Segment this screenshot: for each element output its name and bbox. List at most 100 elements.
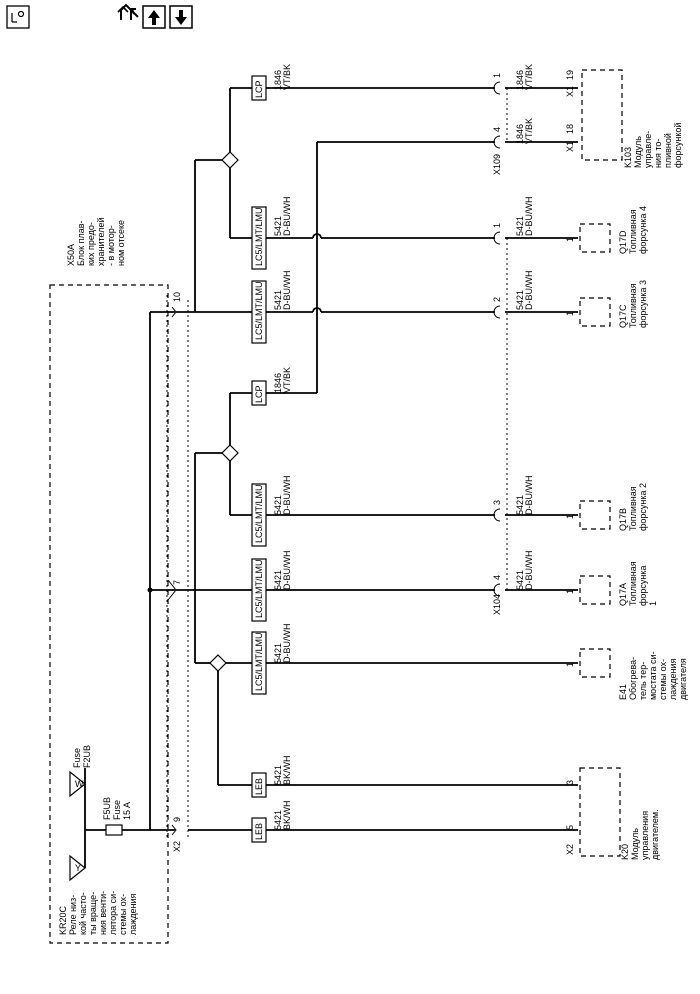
svg-text:18: 18: [565, 124, 575, 134]
svg-text:1: 1: [565, 237, 575, 242]
f5ub-fuse: [105, 824, 123, 836]
f5ub-label: F5UB Fuse 15 A: [102, 797, 132, 820]
svg-text:5421: 5421: [515, 495, 525, 515]
svg-text:W: W: [75, 779, 84, 789]
svg-text:Q17C: Q17C: [618, 304, 628, 328]
toolbar: [6, 3, 193, 29]
svg-text:форсунка 3: форсунка 3: [638, 280, 648, 328]
svg-text:D-BU/WH: D-BU/WH: [282, 271, 292, 311]
x104-pin4: 4: [492, 575, 578, 597]
svg-text:D-BU/WH: D-BU/WH: [524, 551, 534, 591]
svg-text:5421: 5421: [515, 570, 525, 590]
svg-text:D-BU/WH: D-BU/WH: [282, 624, 292, 664]
svg-text:X2: X2: [565, 844, 575, 855]
svg-text:Модуль: Модуль: [633, 136, 643, 168]
svg-text:D-BU/WH: D-BU/WH: [282, 551, 292, 591]
svg-text:Реле низ-: Реле низ-: [68, 895, 78, 935]
svg-text:1846: 1846: [515, 70, 525, 90]
svg-text:ких предо-: ких предо-: [86, 222, 96, 266]
kr20c-terminal: Y: [69, 854, 86, 882]
svg-text:лаждения: лаждения: [128, 893, 138, 935]
page-down-button[interactable]: [169, 5, 193, 29]
svg-text:Fuse: Fuse: [72, 748, 82, 768]
svg-text:форсункой: форсункой: [673, 123, 683, 168]
svg-text:Fuse: Fuse: [112, 800, 122, 820]
arrow-down-icon: [175, 10, 187, 25]
svg-text:5421: 5421: [273, 495, 283, 515]
x104-label: X104: [492, 594, 502, 615]
option-lc5-top: LC5/LMT/LMU: [251, 206, 267, 270]
svg-text:форсунка: форсунка: [638, 565, 648, 606]
option-lc5-q17c: LC5/LMT/LMU: [251, 280, 267, 344]
svg-text:двигателя: двигателя: [678, 658, 688, 700]
svg-text:BK/WH: BK/WH: [282, 800, 292, 830]
svg-text:управления: управления: [640, 811, 650, 860]
svg-text:E41: E41: [618, 684, 628, 700]
svg-text:D-BU/WH: D-BU/WH: [524, 476, 534, 516]
x104-pin2: 2: [492, 297, 578, 319]
svg-text:Топливная: Топливная: [628, 486, 638, 531]
kr20c-label: KR20C Реле низ- кой часто- ты враще- ния…: [58, 891, 138, 935]
svg-text:LC5/LMT/LMU: LC5/LMT/LMU: [254, 207, 264, 266]
x109-pin4: 4: [492, 127, 578, 149]
svg-text:1: 1: [565, 589, 575, 594]
q17d-injector: 1 Q17D Топливная форсунка 4: [565, 206, 648, 254]
svg-text:управле-: управле-: [643, 131, 653, 168]
svg-text:F2UB: F2UB: [82, 745, 92, 768]
svg-text:LC5/LMT/LMU: LC5/LMT/LMU: [254, 281, 264, 340]
svg-text:D-BU/WH: D-BU/WH: [282, 197, 292, 237]
svg-text:5421: 5421: [273, 765, 283, 785]
circuit-trace-icon: [117, 3, 139, 20]
option-lc5-q17a: LC5/LMT/LMU: [251, 558, 267, 622]
svg-text:4: 4: [492, 127, 502, 132]
svg-text:LC5/LMT/LMU: LC5/LMT/LMU: [254, 559, 264, 618]
k103-label: K103 Модуль управле- ния то- пливной фор…: [623, 123, 683, 168]
svg-text:кой часто-: кой часто-: [78, 892, 88, 935]
svg-text:5: 5: [565, 825, 575, 830]
svg-text:пливной: пливной: [663, 133, 673, 168]
svg-text:K103: K103: [623, 147, 633, 168]
svg-text:X104: X104: [492, 594, 502, 615]
q17b-injector: 1 Q17B Топливная форсунка 2: [565, 483, 648, 531]
svg-text:1846: 1846: [515, 124, 525, 144]
e41-heater: 1 E41 Обогрева- тель тер- мостата си- ст…: [565, 648, 688, 700]
svg-text:5421: 5421: [515, 290, 525, 310]
svg-text:1: 1: [492, 223, 502, 228]
svg-text:хранителей: хранителей: [96, 217, 106, 266]
splice-dot: [147, 587, 153, 593]
svg-text:стемы ох-: стемы ох-: [658, 659, 668, 700]
svg-text:3: 3: [492, 500, 502, 505]
circuit-trace-button[interactable]: [117, 3, 139, 20]
svg-text:ном отсеке: ном отсеке: [116, 220, 126, 266]
svg-text:VT/BK: VT/BK: [282, 64, 292, 90]
connector-view-button[interactable]: [6, 5, 30, 29]
k103-x1-19: X1: [565, 86, 575, 97]
svg-text:стемы ох-: стемы ох-: [118, 894, 128, 935]
svg-text:BK/WH: BK/WH: [282, 755, 292, 785]
k103-x1-18: X1: [565, 141, 575, 152]
svg-text:Q17D: Q17D: [618, 230, 628, 254]
svg-text:5421: 5421: [273, 643, 283, 663]
svg-text:X109: X109: [492, 154, 502, 175]
svg-text:7: 7: [172, 580, 182, 585]
x2-pin7-label: 7: [172, 580, 182, 585]
svg-text:двигателем.: двигателем.: [650, 809, 660, 860]
svg-text:KR20C: KR20C: [58, 905, 68, 935]
page-up-button[interactable]: [142, 5, 166, 29]
svg-text:Q17B: Q17B: [618, 508, 628, 531]
svg-text:лятора си-: лятора си-: [108, 891, 118, 935]
x2-pin10-label: 10: [172, 292, 182, 302]
x2-connector-label: X2: [172, 841, 182, 852]
x104-pin3: 3: [492, 500, 578, 522]
svg-text:1: 1: [648, 601, 658, 606]
